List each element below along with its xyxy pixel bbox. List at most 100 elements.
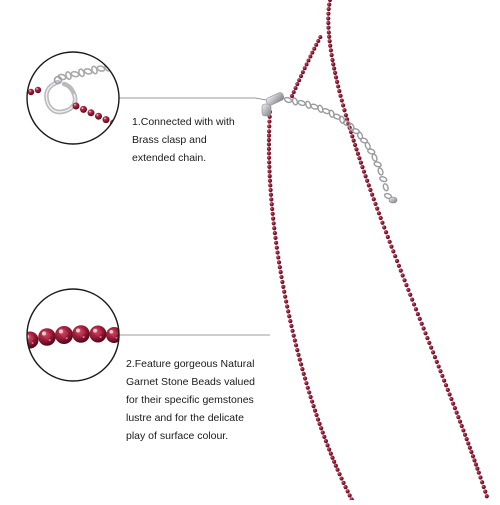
garnet-bead: [277, 265, 282, 270]
garnet-bead: [335, 467, 340, 472]
garnet-bead: [462, 432, 468, 437]
garnet-bead: [312, 408, 318, 413]
garnet-bead: [472, 458, 477, 463]
garnet-bead: [457, 419, 463, 424]
garnet-bead: [285, 304, 290, 309]
garnet-bead: [475, 466, 480, 471]
garnet-bead: [267, 160, 272, 165]
garnet-bead: [363, 174, 368, 179]
garnet-bead: [343, 113, 349, 118]
garnet-bead: [354, 147, 359, 152]
garnet-bead: [484, 494, 489, 499]
garnet-bead: [271, 216, 276, 221]
chain-link: [283, 96, 293, 104]
feature-caption-beads: 2.Feature gorgeous Natural Garnet Stone …: [126, 355, 255, 445]
garnet-bead: [312, 46, 317, 51]
garnet-bead: [314, 412, 319, 418]
garnet-bead: [327, 447, 332, 452]
caption-line: for their specific gemstones: [126, 394, 254, 406]
garnet-bead: [415, 311, 420, 317]
feature-caption-clasp: 1.Connected with with Brass clasp and ex…: [132, 113, 235, 167]
garnet-bead: [320, 430, 325, 435]
garnet-bead: [332, 459, 337, 464]
garnet-bead: [307, 390, 312, 395]
garnet-bead: [293, 86, 298, 91]
caption-line: Brass clasp and: [132, 134, 207, 146]
garnet-bead: [295, 348, 300, 353]
garnet-bead: [432, 355, 438, 360]
garnet-bead: [274, 240, 279, 245]
garnet-bead: [480, 480, 485, 485]
garnet-bead: [423, 331, 428, 336]
garnet-bead: [80, 105, 87, 113]
garnet-bead: [442, 378, 447, 383]
chain-link: [83, 68, 93, 75]
chain-link: [371, 153, 378, 162]
garnet-bead: [341, 103, 346, 108]
chain-link: [70, 70, 80, 78]
garnet-bead-closeup: [106, 327, 119, 343]
garnet-bead: [266, 142, 272, 147]
garnet-bead: [95, 112, 102, 120]
garnet-bead: [425, 335, 430, 341]
garnet-bead: [466, 441, 471, 446]
garnet-bead: [393, 254, 398, 259]
garnet-bead: [417, 316, 422, 321]
garnet-bead: [408, 292, 413, 297]
garnet-bead: [292, 338, 297, 343]
garnet-bead: [464, 437, 469, 442]
chain-link: [305, 100, 312, 109]
garnet-bead: [470, 454, 476, 459]
garnet-bead: [267, 164, 272, 169]
garnet-bead: [355, 151, 361, 156]
garnet-bead: [328, 43, 333, 48]
garnet-bead: [268, 187, 273, 193]
garnet-bead: [326, 20, 331, 26]
garnet-bead: [333, 75, 339, 80]
garnet-bead: [72, 102, 80, 110]
garnet-bead: [447, 392, 452, 397]
garnet-bead: [476, 470, 481, 475]
garnet-bead: [347, 493, 352, 498]
garnet-bead: [371, 197, 376, 202]
garnet-bead: [323, 439, 329, 444]
garnet-bead: [308, 54, 313, 59]
garnet-bead: [449, 396, 454, 402]
garnet-bead: [361, 169, 367, 174]
garnet-bead: [410, 297, 415, 302]
garnet-bead: [276, 255, 281, 260]
garnet-bead: [302, 376, 308, 381]
garnet-bead: [326, 11, 331, 16]
garnet-bead: [326, 16, 331, 21]
garnet-bead: [305, 385, 310, 390]
chain-link: [373, 161, 382, 168]
garnet-bead: [330, 57, 335, 63]
garnet-bead: [337, 88, 342, 94]
garnet-bead: [268, 192, 274, 197]
garnet-bead: [279, 274, 284, 280]
garnet-bead: [376, 211, 382, 216]
garnet-bead: [366, 183, 371, 188]
caption-line: play of surface colour.: [126, 430, 229, 442]
garnet-bead: [394, 258, 400, 264]
garnet-bead: [102, 116, 110, 124]
garnet-bead: [283, 294, 288, 299]
chain-link: [328, 109, 335, 118]
garnet-bead: [391, 249, 396, 254]
garnet-bead: [396, 263, 402, 268]
garnet-bead: [352, 142, 358, 148]
garnet-bead: [400, 273, 405, 278]
garnet-bead: [365, 178, 370, 183]
garnet-bead: [286, 309, 291, 314]
garnet-bead: [404, 283, 409, 288]
caption-line: lustre and for the delicate: [126, 412, 244, 424]
caption-line: 1.Connected with with: [132, 116, 235, 128]
chain-link: [332, 113, 342, 120]
garnet-bead: [389, 244, 394, 249]
chain-link: [367, 148, 376, 155]
garnet-bead: [430, 350, 436, 355]
garnet-bead: [331, 62, 336, 67]
garnet-bead: [291, 90, 296, 95]
